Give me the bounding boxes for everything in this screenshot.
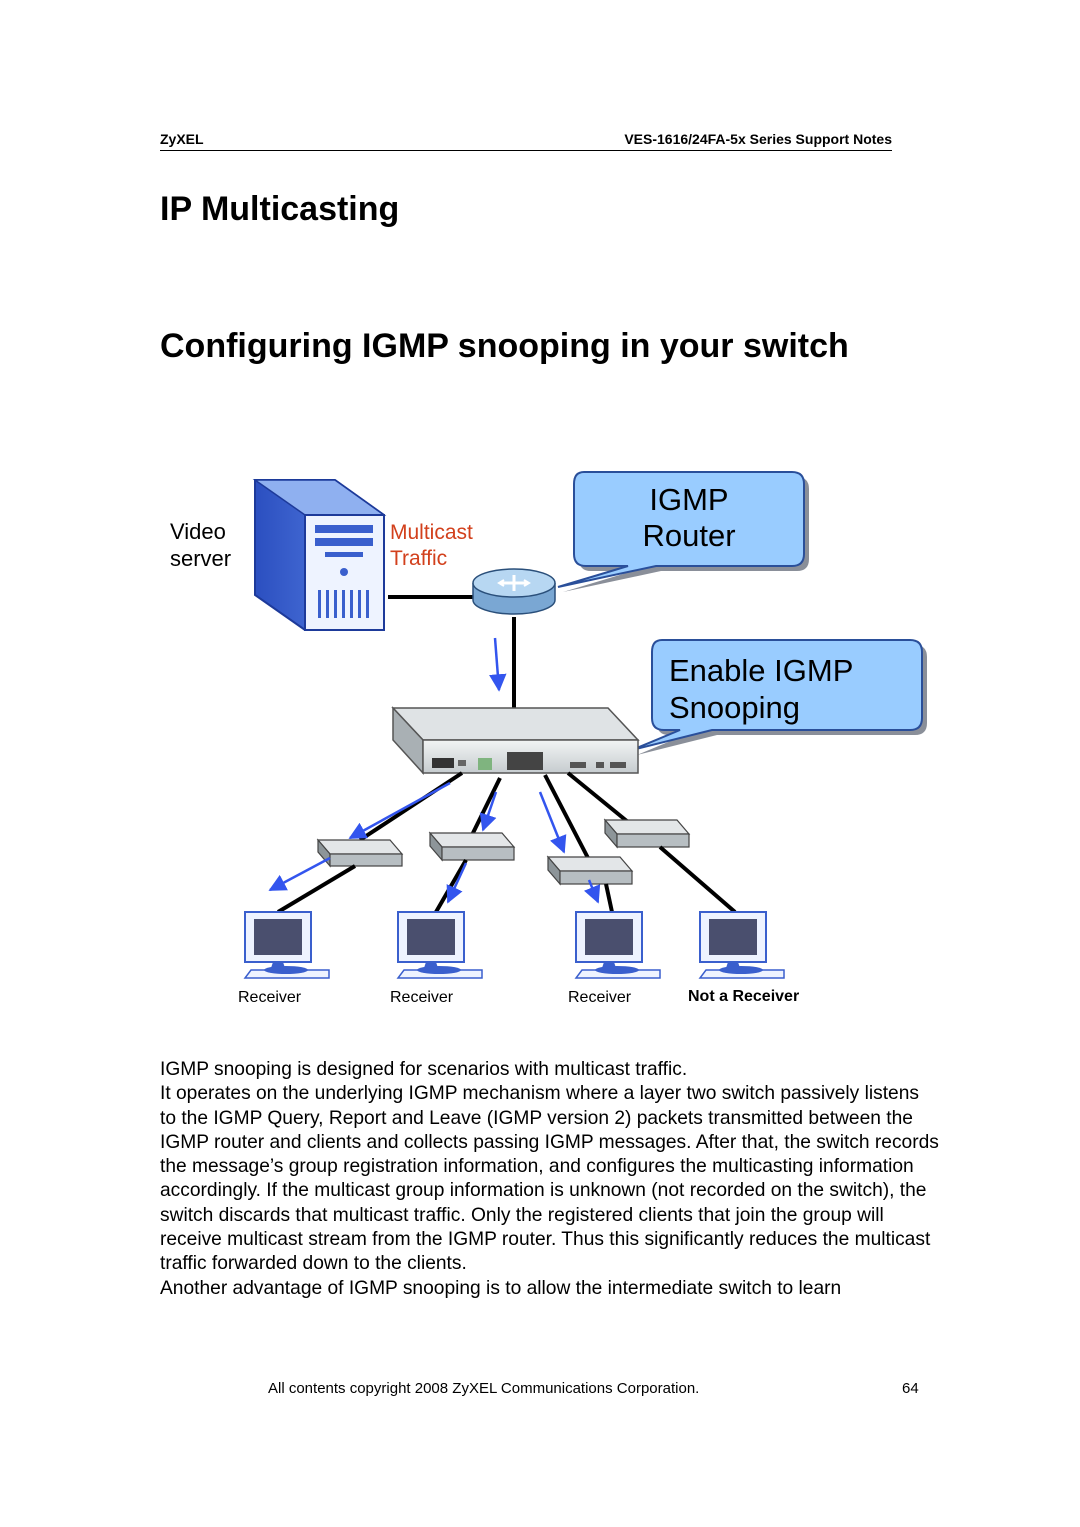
video-server-icon (252, 479, 387, 631)
non-receiver-pc-icon (698, 911, 785, 979)
video-server-label-line1: Video (170, 519, 226, 544)
page-header: ZyXEL VES-1616/24FA-5x Series Support No… (160, 130, 892, 151)
section-heading: Configuring IGMP snooping in your switch (160, 327, 849, 365)
small-switch-icon-1 (316, 838, 404, 868)
not-receiver-label: Not a Receiver (688, 988, 799, 1005)
link-branch4-pc4 (658, 845, 737, 914)
video-server-label-line2: server (170, 546, 231, 571)
body-text: IGMP snooping is designed for scenarios … (160, 1058, 940, 1301)
enable-snooping-callout (631, 639, 927, 755)
router-callout-line2: Router (642, 518, 735, 553)
receiver-pc-icon-2 (396, 911, 483, 979)
paragraph-3: Another advantage of IGMP snooping is to… (160, 1277, 842, 1299)
link-to-branch-4 (566, 771, 630, 824)
snooping-callout-line1: Enable IGMP (669, 653, 853, 688)
link-branch1-pc1 (276, 864, 357, 914)
receiver-label-2: Receiver (390, 989, 454, 1006)
header-doc-title: VES-1616/24FA-5x Series Support Notes (624, 131, 892, 147)
multicast-traffic-label-line1: Multicast (390, 521, 473, 544)
traffic-arrow-1b (268, 856, 331, 892)
header-brand: ZyXEL (160, 131, 204, 147)
footer-copyright: All contents copyright 2008 ZyXEL Commun… (268, 1380, 700, 1397)
link-branch3-pc3 (604, 883, 614, 913)
receiver-pc-icon-1 (243, 911, 330, 979)
small-switch-icon-2 (428, 831, 516, 862)
receiver-label-1: Receiver (238, 989, 302, 1006)
link-to-branch-1 (358, 771, 464, 842)
multicast-traffic-label-line2: Traffic (390, 547, 447, 570)
traffic-arrow-2a (479, 791, 498, 832)
igmp-router-callout (557, 471, 809, 592)
receiver-label-3: Receiver (568, 989, 632, 1006)
link-to-branch-3 (543, 774, 590, 859)
small-switch-icon-3 (546, 855, 634, 886)
link-branch2-pc2 (434, 859, 468, 913)
igmp-snooping-diagram: Video server Multicast Traffic IGMP Rout… (170, 471, 927, 1006)
small-switch-icon-4 (603, 818, 691, 849)
router-icon (472, 568, 556, 615)
page-number: 64 (902, 1380, 919, 1397)
paragraph-1: IGMP snooping is designed for scenarios … (160, 1059, 688, 1080)
router-callout-line1: IGMP (649, 482, 728, 517)
main-switch-icon (391, 706, 640, 775)
receiver-pc-icon-3 (574, 911, 661, 979)
traffic-arrow-3a (538, 791, 567, 854)
traffic-arrow-3b (583, 879, 601, 904)
snooping-callout-line2: Snooping (669, 690, 800, 725)
link-to-branch-2 (470, 777, 502, 836)
paragraph-2: It operates on the underlying IGMP mecha… (160, 1083, 939, 1275)
page-title: IP Multicasting (160, 190, 400, 228)
traffic-arrow-2b (446, 862, 468, 904)
traffic-arrow-1a (348, 781, 451, 840)
router-switch-traffic-arrow (489, 637, 507, 692)
